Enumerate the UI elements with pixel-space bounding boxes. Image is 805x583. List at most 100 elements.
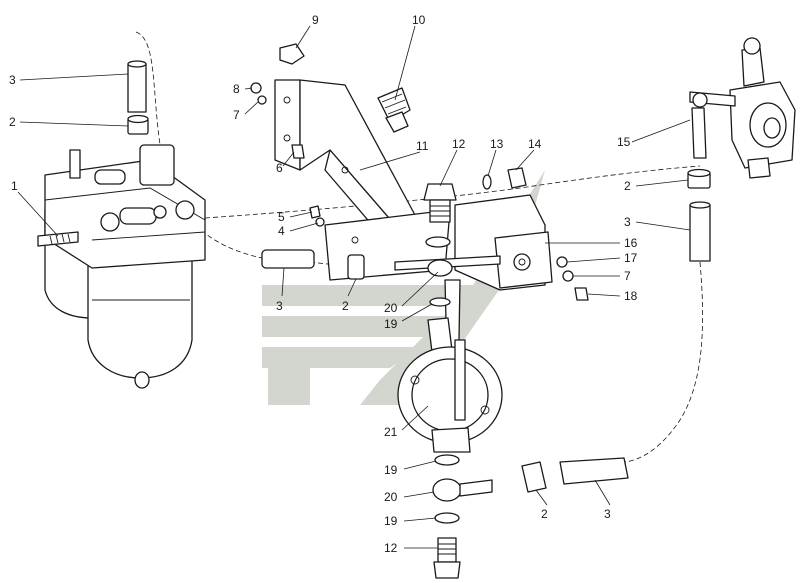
hand-pump-part-15 bbox=[689, 37, 796, 179]
leader-19a bbox=[401, 303, 433, 322]
leader-14 bbox=[515, 149, 535, 171]
callout-2: 2 bbox=[9, 115, 16, 129]
washer-top bbox=[425, 236, 451, 248]
callout-19: 19 bbox=[384, 317, 398, 331]
flange-plate-part-16 bbox=[454, 194, 553, 291]
hose-3c-body bbox=[261, 249, 315, 269]
fitting-part-12-bottom bbox=[433, 537, 461, 579]
washer-part-17 bbox=[556, 256, 568, 268]
fitting-12b-hex bbox=[433, 561, 461, 579]
washer-part-4 bbox=[315, 217, 325, 227]
leader-21 bbox=[401, 405, 429, 431]
fitting-12-hex bbox=[423, 183, 457, 201]
cap-2c-body bbox=[347, 254, 365, 280]
bolt-part-10 bbox=[377, 87, 411, 133]
washer-part-19-upper bbox=[429, 297, 451, 307]
leader-11 bbox=[359, 151, 421, 171]
fuel-line-right bbox=[624, 261, 704, 463]
washer-part-13 bbox=[482, 174, 492, 190]
callout-2: 2 bbox=[342, 299, 349, 313]
leader-2c bbox=[347, 278, 357, 297]
fuel-filter-assembly bbox=[37, 144, 206, 389]
watermark-stripe-2 bbox=[262, 316, 460, 337]
nut-part-8 bbox=[250, 82, 262, 94]
cap-part-2-right bbox=[687, 168, 711, 189]
callout-12: 12 bbox=[452, 137, 466, 151]
leader-2b bbox=[635, 179, 689, 187]
leader-20a bbox=[401, 271, 439, 307]
watermark-logo bbox=[262, 170, 545, 405]
pump-housing-part-21 bbox=[397, 317, 503, 453]
flange-center bbox=[513, 253, 531, 271]
pump-lever bbox=[454, 339, 466, 421]
callout-6: 6 bbox=[276, 161, 283, 175]
bolt-10-threads bbox=[381, 93, 407, 115]
filter-inlet-fitting bbox=[69, 149, 81, 179]
leader-1 bbox=[17, 191, 59, 237]
leader-3b bbox=[635, 221, 691, 231]
pump15-bottom-fitting bbox=[747, 157, 771, 179]
leader-13 bbox=[487, 149, 497, 177]
hose-3-body bbox=[127, 63, 147, 113]
leader-7a bbox=[244, 101, 259, 115]
leader-18 bbox=[587, 293, 621, 297]
banjo-line-eye bbox=[427, 259, 453, 277]
filter-head-front bbox=[91, 231, 206, 241]
hose-3-end bbox=[127, 60, 147, 68]
callout-17: 17 bbox=[624, 251, 638, 265]
leader-2a bbox=[19, 121, 129, 127]
leader-19b bbox=[403, 460, 437, 470]
leader-3a bbox=[19, 73, 129, 81]
bracket-hole-1 bbox=[283, 96, 291, 104]
callout-7: 7 bbox=[624, 269, 631, 283]
pump-port-1 bbox=[410, 375, 420, 385]
cap-2r-top bbox=[687, 168, 711, 178]
leader-8 bbox=[244, 87, 253, 90]
washer-part-19-mid bbox=[434, 454, 460, 466]
bracket-hole-4 bbox=[351, 236, 359, 244]
callout-9: 9 bbox=[312, 13, 319, 27]
callout-13: 13 bbox=[490, 137, 504, 151]
banjo-20-eye bbox=[432, 478, 462, 502]
filter-bolt-head-3 bbox=[153, 205, 167, 219]
callout-2: 2 bbox=[541, 507, 548, 521]
leader-19c bbox=[403, 517, 437, 522]
banjo-part-20-lower bbox=[432, 478, 493, 502]
hose-part-3-bottom bbox=[559, 457, 629, 485]
leader-17 bbox=[566, 257, 621, 263]
cap-part-2-center bbox=[347, 254, 365, 280]
hose-part-3-top bbox=[127, 60, 147, 113]
callout-7: 7 bbox=[233, 108, 240, 122]
callout-12: 12 bbox=[384, 541, 398, 555]
leader-3c bbox=[281, 267, 285, 297]
banjo-20-tube bbox=[459, 479, 493, 497]
pump-bottom-boss bbox=[431, 427, 471, 453]
bracket-hole-3 bbox=[341, 166, 349, 174]
callout-3: 3 bbox=[9, 73, 16, 87]
callout-8: 8 bbox=[233, 82, 240, 96]
bolt-part-6 bbox=[291, 144, 305, 159]
leader-5 bbox=[289, 211, 313, 218]
bolt-10-head bbox=[385, 111, 409, 133]
watermark-stripe-3 bbox=[262, 347, 420, 368]
bolt-part-5 bbox=[309, 205, 321, 219]
leader-9 bbox=[295, 25, 311, 49]
hose-3r-body bbox=[689, 204, 711, 262]
fuel-line-top bbox=[204, 165, 701, 219]
leader-3d bbox=[594, 479, 611, 506]
watermark-left-bar bbox=[268, 365, 310, 405]
callout-1: 1 bbox=[11, 179, 18, 193]
leader-lines bbox=[17, 25, 691, 549]
leader-15 bbox=[631, 119, 691, 143]
leader-4 bbox=[289, 222, 319, 232]
callout-10: 10 bbox=[412, 13, 426, 27]
callout-20: 20 bbox=[384, 490, 398, 504]
callout-3: 3 bbox=[624, 215, 631, 229]
pump-port-2 bbox=[480, 405, 490, 415]
flange-center-dot bbox=[518, 258, 526, 266]
callout-19: 19 bbox=[384, 463, 398, 477]
callout-3: 3 bbox=[604, 507, 611, 521]
filter-bowl-front bbox=[87, 254, 193, 379]
washer-part-7-top bbox=[257, 95, 267, 105]
leader-20b bbox=[403, 491, 435, 498]
